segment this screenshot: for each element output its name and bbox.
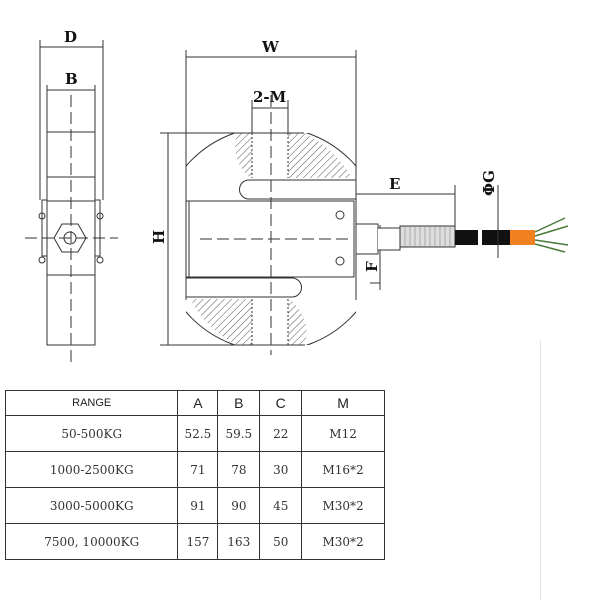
cell-b: 59.5 bbox=[217, 415, 261, 452]
cell-b: 78 bbox=[217, 451, 261, 488]
cell-m: M12 bbox=[301, 415, 385, 452]
pattern-threads bbox=[404, 226, 451, 247]
cell-c: 22 bbox=[259, 415, 303, 452]
dim-label-h: H bbox=[150, 230, 168, 244]
dim-label-b: B bbox=[65, 70, 78, 88]
dim-label-w: W bbox=[261, 38, 280, 56]
dim-label-d: D bbox=[64, 28, 77, 46]
cable bbox=[355, 185, 569, 258]
header-b: B bbox=[217, 390, 261, 416]
header-a: A bbox=[177, 390, 219, 416]
front-view bbox=[160, 50, 456, 355]
table-header: RANGE A B C M bbox=[4, 390, 385, 416]
cell-a: 157 bbox=[177, 523, 219, 560]
cell-c: 50 bbox=[259, 523, 303, 560]
dim-label-e: E bbox=[389, 175, 400, 193]
load-cell-drawing: D B W 2-M H E ΦG F bbox=[25, 28, 569, 362]
cell-c: 45 bbox=[259, 487, 303, 524]
side-view bbox=[25, 40, 118, 362]
dim-label-f: F bbox=[363, 261, 381, 272]
cell-range: 3000-5000KG bbox=[4, 487, 179, 524]
cell-a: 91 bbox=[177, 487, 219, 524]
dim-label-g: ΦG bbox=[480, 170, 498, 196]
cell-m: M16*2 bbox=[301, 451, 385, 488]
header-m: M bbox=[301, 390, 385, 416]
cell-m: M30*2 bbox=[301, 523, 385, 560]
cell-range: 7500, 10000KG bbox=[4, 523, 179, 560]
dim-label-2m: 2-M bbox=[253, 88, 286, 106]
cell-b: 163 bbox=[217, 523, 261, 560]
header-range: RANGE bbox=[4, 390, 179, 416]
cell-a: 52.5 bbox=[177, 415, 219, 452]
cell-range: 50-500KG bbox=[4, 415, 179, 452]
cell-range: 1000-2500KG bbox=[4, 451, 179, 488]
divider bbox=[540, 340, 541, 600]
cell-a: 71 bbox=[177, 451, 219, 488]
cell-b: 90 bbox=[217, 487, 261, 524]
cell-c: 30 bbox=[259, 451, 303, 488]
header-c: C bbox=[259, 390, 303, 416]
cell-m: M30*2 bbox=[301, 487, 385, 524]
